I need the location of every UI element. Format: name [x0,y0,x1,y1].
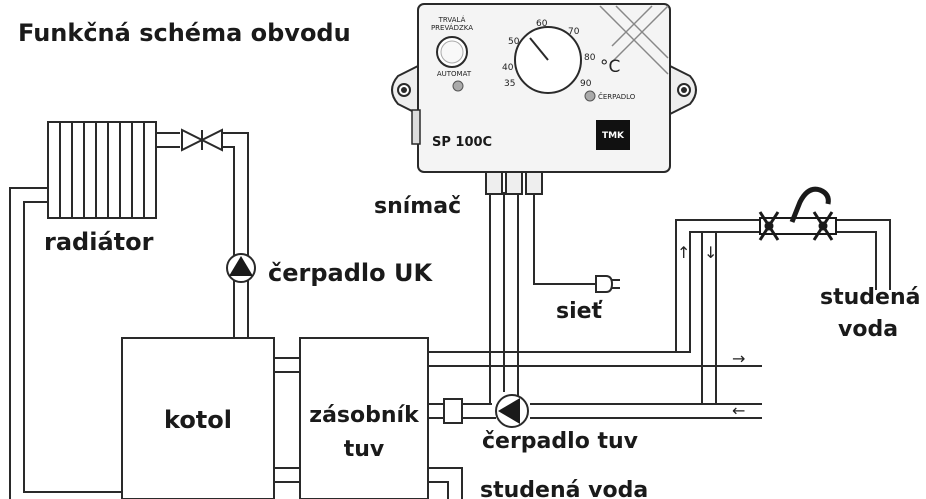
pipe-valve-down-inner [222,146,235,338]
automat-label: AUTOMAT [437,70,472,78]
pipes [9,132,891,499]
dial-pointer [529,37,549,61]
boiler-body [121,337,275,499]
gland-1 [485,171,503,195]
controller-corner-pattern [599,5,669,75]
mode-label-line2: PREVÁDZKA [431,23,473,32]
tank-body [299,337,429,499]
pipe-left-outer [9,187,48,499]
sensor-block [443,398,463,424]
sensor-label: snímač [374,194,461,219]
pipe-cold-top-a [836,219,891,290]
dial-value-50: 50 [508,37,520,47]
pump-led-icon [584,90,596,102]
arrow-right-icon: → [732,349,745,368]
pump-uk-icon [226,253,256,283]
valve-icon [181,128,223,152]
pipe-cold-bottom-b [428,481,449,499]
pipe-left-inner [23,201,122,493]
controller-model-label: SP 100C [432,135,492,150]
gland-2 [505,171,523,195]
arrow-down-icon: ↓ [704,243,717,262]
diagram-title: Funkčná schéma obvodu [18,19,351,47]
tank-label-line2: tuv [344,437,385,462]
arrow-up-icon: ↑ [677,243,690,262]
cold-water-top-label-line1: studená [820,285,920,310]
brand-logo-text: TMK [602,131,625,141]
gland-3 [525,171,543,195]
pipe-cold-top-b [836,231,877,290]
automat-led-icon [452,80,464,92]
dial-value-35: 35 [504,79,515,89]
pump-tuv-label: čerpadlo tuv [482,429,639,454]
controller: TRVALÁ PREVÁDZKA AUTOMAT 35 40 50 60 70 … [391,3,697,195]
pipe-cold-bottom-a [428,467,463,499]
arrow-left-icon: ← [732,401,745,420]
plug-icon [595,275,620,293]
pipe-hot-upper [428,231,760,353]
dial-value-70: 70 [568,27,580,37]
mains-label: sieť [556,299,604,324]
radiator [47,121,157,219]
radiator-label: radiátor [44,228,154,256]
dial-value-90: 90 [580,79,592,89]
faucet-icon [758,186,837,241]
unit-celsius-label: °C [600,57,620,77]
cold-water-bottom-label: studená voda [480,478,648,499]
pump-tuv-icon [495,394,529,428]
dial-value-40: 40 [502,63,514,73]
boiler-label: kotol [164,406,232,434]
dial-value-60: 60 [536,19,548,29]
radiator-body [47,121,157,219]
brand-logo [596,120,630,150]
cold-water-top-label-line2: voda [838,317,898,342]
pipe-hot-riser [675,219,760,352]
pump-uk-label: čerpadlo UK [268,259,433,287]
pump-led-label: ČERPADLO [598,92,636,101]
tank-label-line1: zásobník [309,403,420,428]
wire-mains [533,192,596,285]
dial-value-80: 80 [584,53,596,63]
mode-label-line1: TRVALÁ [438,15,466,24]
